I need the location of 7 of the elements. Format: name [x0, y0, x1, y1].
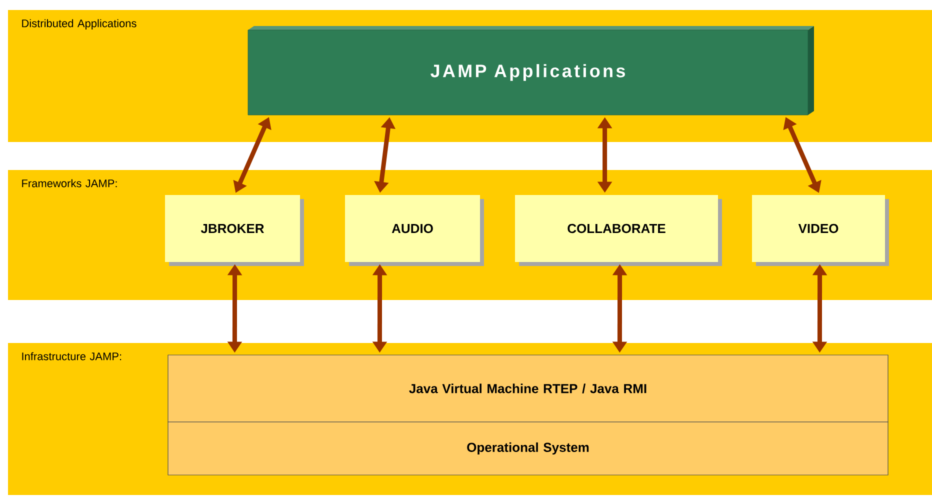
application-box: JAMP Applications [248, 26, 814, 116]
infrastructure-box: Java Virtual Machine RTEP / Java RMI [168, 354, 888, 422]
framework-box: VIDEO [752, 195, 889, 266]
framework-box: JBROKER [165, 195, 304, 266]
infrastructure-box: Operational System [168, 422, 888, 476]
framework-box: AUDIO [345, 195, 484, 266]
framework-box: COLLABORATE [515, 195, 722, 266]
